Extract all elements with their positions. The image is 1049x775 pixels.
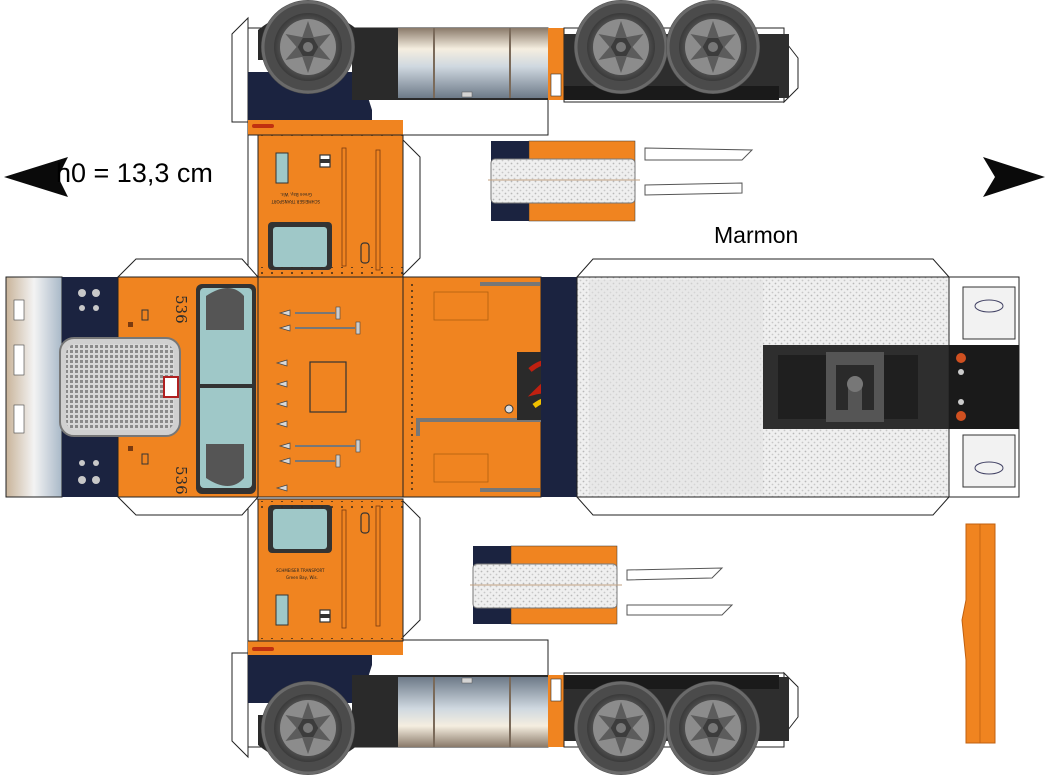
door-city-text: Green Bay, Wis. bbox=[280, 192, 312, 197]
exhaust-part-bottom bbox=[470, 545, 734, 625]
arrow-right-icon bbox=[983, 157, 1045, 197]
unit-number-top: 536 bbox=[172, 295, 190, 324]
door-panel-bottom: SCHMEISER TRANSPORT Green Bay, Wis. bbox=[247, 498, 421, 642]
exhaust-part-top bbox=[488, 140, 754, 222]
svg-text:536: 536 bbox=[172, 466, 190, 495]
cab-top-view: 536 536 bbox=[5, 258, 1020, 516]
side-panel-top bbox=[232, 0, 798, 135]
orange-strip-part bbox=[961, 523, 996, 744]
side-panel-bottom bbox=[232, 640, 798, 775]
model-label: Marmon bbox=[714, 222, 799, 248]
svg-text:Green Bay, Wis.: Green Bay, Wis. bbox=[286, 575, 318, 580]
scale-label: h0 = 13,3 cm bbox=[56, 158, 213, 188]
svg-text:SCHMEISER TRANSPORT: SCHMEISER TRANSPORT bbox=[276, 568, 325, 573]
arrow-left-icon bbox=[4, 157, 68, 197]
door-company-text: SCHMEISER TRANSPORT bbox=[271, 199, 320, 204]
door-panel-top: SCHMEISER TRANSPORT Green Bay, Wis. bbox=[247, 134, 421, 278]
